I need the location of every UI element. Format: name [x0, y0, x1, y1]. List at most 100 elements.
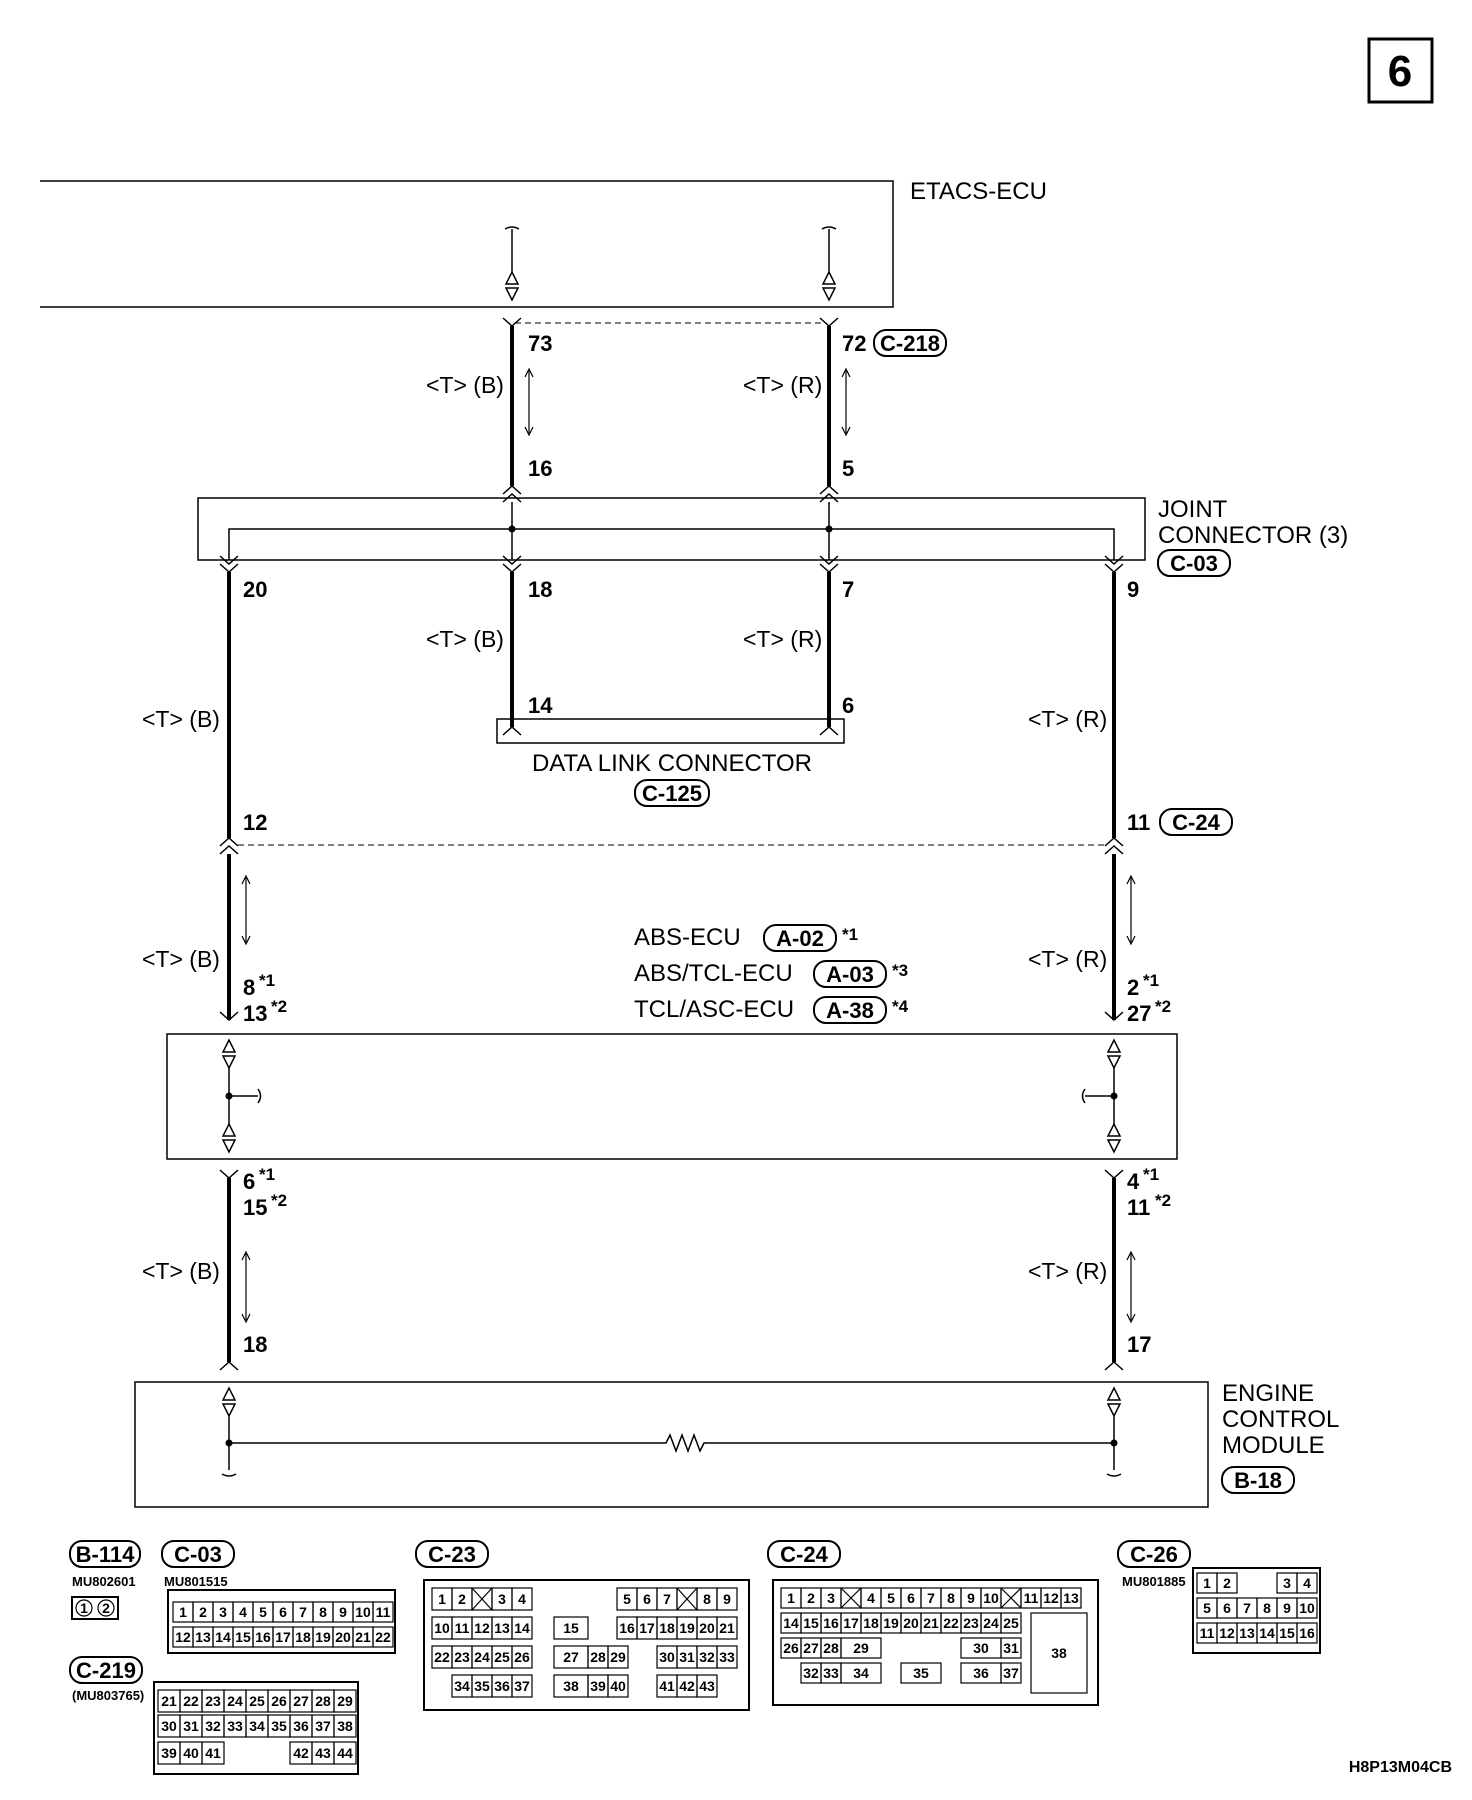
c23-9-cell	[716, 1587, 738, 1611]
wire-label-r-right-2: <T> (R)	[1028, 946, 1107, 972]
engine-control-module-block	[134, 1360, 1209, 1508]
c23-5-pin: 5	[623, 1591, 631, 1607]
c03-22-cell	[372, 1626, 394, 1648]
pin-7: 7	[842, 577, 854, 602]
badge-b18-text: B-18	[1234, 1468, 1282, 1493]
etacs-terminal-73	[504, 226, 520, 302]
badge-a38-text: A-38	[826, 998, 874, 1023]
c03-22-pin: 22	[375, 1629, 391, 1645]
joint-connector-label-2: CONNECTOR (3)	[1158, 522, 1348, 549]
c23-26-pin: 26	[514, 1649, 530, 1665]
c23-10-pin: 10	[434, 1620, 450, 1636]
pin-18-joint: 18	[528, 577, 552, 602]
abs-ecu-block	[166, 1011, 1178, 1160]
c26-12-pin: 12	[1219, 1625, 1235, 1641]
c24-35-cell	[900, 1662, 942, 1684]
c219-39-pin: 39	[161, 1745, 177, 1761]
c219-25-pin: 25	[249, 1693, 265, 1709]
c23-27-pin: 27	[563, 1649, 579, 1665]
badge-c218-text: C-218	[880, 331, 940, 356]
pin-6-abs: 6	[243, 1169, 255, 1194]
tcl-asc-ecu-label: TCL/ASC-ECU	[634, 996, 794, 1023]
c24-12-pin: 12	[1043, 1590, 1059, 1606]
c23-13-pin: 13	[494, 1620, 510, 1636]
c03-11-cell	[372, 1601, 394, 1623]
wire-73-16	[502, 317, 522, 503]
c24-10-pin: 10	[983, 1590, 999, 1606]
badge-a38: A-38	[813, 996, 887, 1024]
c24-26-pin: 26	[783, 1640, 799, 1656]
c03-15-pin: 15	[235, 1629, 251, 1645]
c24-27-pin: 27	[803, 1640, 819, 1656]
c24-blank-b-cell	[1000, 1587, 1022, 1609]
c24-30-pin: 30	[973, 1640, 989, 1656]
c23-19-pin: 19	[679, 1620, 695, 1636]
c24-11-pin: 11	[1024, 1590, 1039, 1606]
pin-27: 27	[1127, 1001, 1151, 1026]
c23-43-cell	[696, 1674, 718, 1698]
c23-9-pin: 9	[723, 1591, 731, 1607]
c23-28-pin: 28	[590, 1649, 606, 1665]
c03-12-pin: 12	[175, 1629, 191, 1645]
c219-30-pin: 30	[161, 1718, 177, 1734]
c23-26-cell	[511, 1645, 533, 1669]
pin-8-star-1: *1	[259, 971, 275, 990]
c219-27-pin: 27	[293, 1693, 309, 1709]
c24-blank-a-blank-mark	[840, 1587, 862, 1609]
c219-26-pin: 26	[271, 1693, 287, 1709]
badge-a03: A-03	[813, 960, 887, 988]
c23-40-pin: 40	[610, 1678, 626, 1694]
c23-29-pin: 29	[610, 1649, 626, 1665]
c24-16-pin: 16	[823, 1615, 839, 1631]
c23-21-pin: 21	[719, 1620, 735, 1636]
signal-arrow-mid-right	[1126, 874, 1136, 946]
connector-b114-pin-2: 2	[102, 1600, 110, 1616]
c219-41-pin: 41	[205, 1745, 221, 1761]
c26-4-pin: 4	[1303, 1575, 1311, 1591]
c03-9-pin: 9	[339, 1604, 347, 1620]
c219-38-cell	[333, 1714, 357, 1738]
c26-15-pin: 15	[1279, 1625, 1295, 1641]
wire-label-b-dlc: <T> (B)	[426, 626, 504, 652]
connector-c219-label: C-219	[76, 1658, 136, 1683]
joint-connector-label-1: JOINT	[1158, 496, 1228, 523]
c23-34-pin: 34	[454, 1678, 470, 1694]
c24-blank-b-blank-mark	[1000, 1587, 1022, 1609]
c03-13-pin: 13	[195, 1629, 211, 1645]
c03-6-pin: 6	[279, 1604, 287, 1620]
badge-c125: C-125	[634, 779, 710, 807]
c24-13-cell	[1060, 1587, 1082, 1609]
signal-arrow-lower-right	[1126, 1250, 1136, 1324]
c24-35-pin: 35	[913, 1665, 929, 1681]
signal-arrow-upper-left	[524, 367, 534, 437]
c23-15-pin: 15	[563, 1620, 579, 1636]
badge-c218: C-218	[873, 329, 947, 357]
badge-a02-text: A-02	[776, 926, 824, 951]
c219-34-pin: 34	[249, 1718, 265, 1734]
badge-a02: A-02	[763, 924, 837, 952]
connector-c26-label: C-26	[1130, 1542, 1178, 1567]
c26-11-pin: 11	[1200, 1625, 1215, 1641]
c24-37-pin: 37	[1003, 1665, 1019, 1681]
c03-17-pin: 17	[275, 1629, 291, 1645]
c24-34-cell	[840, 1662, 882, 1684]
c24-34-pin: 34	[853, 1665, 869, 1681]
abs-tcl-star-3: *3	[892, 961, 908, 980]
c23-37-cell	[511, 1674, 533, 1698]
badge-c03-joint: C-03	[1157, 549, 1231, 577]
c03-8-pin: 8	[319, 1604, 327, 1620]
c23-blank-b-blank-mark	[676, 1587, 698, 1611]
pin-73: 73	[528, 331, 552, 356]
c24-28-pin: 28	[823, 1640, 839, 1656]
badge-c03-joint-text: C-03	[1170, 551, 1218, 576]
c26-16-cell	[1296, 1622, 1318, 1644]
c24-9-pin: 9	[967, 1590, 975, 1606]
c23-30-pin: 30	[659, 1649, 675, 1665]
c26-9-pin: 9	[1283, 1600, 1291, 1616]
wire-72-5	[819, 317, 839, 503]
pin-9: 9	[1127, 577, 1139, 602]
pin-4-star-1: *1	[1143, 1165, 1159, 1184]
c24-3-pin: 3	[827, 1590, 835, 1606]
wire-label-b-left-1: <T> (B)	[142, 706, 220, 732]
